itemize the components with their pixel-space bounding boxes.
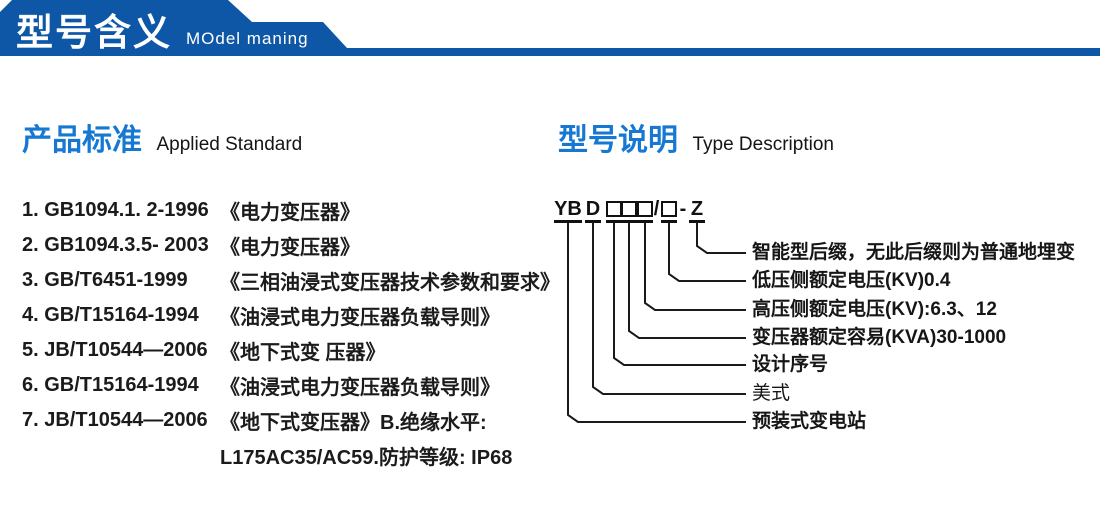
standard-item: 5. JB/T10544—2006 《地下式变 压器》 (22, 333, 552, 368)
leader-lines (567, 222, 746, 423)
standard-title: 《油浸式电力变压器负载导则》 (220, 377, 500, 399)
code-label-smart-suffix: 智能型后缀，无此后缀则为普通地埋变 (752, 242, 1076, 263)
standard-code: 7. JB/T10544—2006 (22, 409, 208, 431)
standard-item: 6. GB/T15164-1994 《油浸式电力变压器负载导则》 (22, 368, 552, 403)
standard-item: 4. GB/T15164-1994 《油浸式电力变压器负载导则》 (22, 298, 552, 333)
model-code-slash: / (653, 198, 660, 220)
model-code-prefix: YB (554, 196, 582, 223)
standard-code: 4. GB/T15164-1994 (22, 304, 199, 326)
model-code-box-2 (621, 196, 637, 223)
placeholder-box-icon (621, 201, 637, 217)
model-code-box-3 (637, 196, 653, 223)
standard-item: 7. JB/T10544—2006 《地下式变压器》B.绝缘水平: (22, 403, 552, 438)
code-label-american-style: 美式 (752, 383, 791, 404)
placeholder-box-icon (661, 201, 677, 217)
standard-title: 《地下式变压器》B.绝缘水平: (220, 412, 487, 434)
standard-title: L175AC35/AC59.防护等级: IP68 (220, 447, 513, 469)
heading-cn: 型号说明 (558, 124, 678, 157)
heading-en: Type Description (692, 134, 834, 155)
banner-shape (0, 0, 1100, 56)
page-title: 型号含义 (16, 12, 172, 53)
standard-title: 《电力变压器》 (220, 202, 360, 224)
model-code-box-4 (661, 196, 677, 223)
standard-code: 6. GB/T15164-1994 (22, 374, 199, 396)
model-code-suffix: Z (689, 196, 705, 223)
standard-title: 《油浸式电力变压器负载导则》 (220, 307, 500, 329)
code-label-lv-voltage: 低压侧额定电压(KV)0.4 (752, 270, 951, 291)
code-label-hv-voltage: 高压侧额定电压(KV):6.3、12 (752, 299, 997, 320)
section-heading-type-description: 型号说明 Type Description (558, 115, 834, 159)
standard-title: 《地下式变 压器》 (220, 342, 386, 364)
model-code-second: D (585, 196, 601, 223)
standard-item: 3. GB/T6451-1999 《三相油浸式变压器技术参数和要求》 (22, 263, 560, 298)
standard-item: 2. GB1094.3.5- 2003 《电力变压器》 (22, 228, 552, 263)
heading-cn: 产品标准 (22, 124, 142, 157)
standard-item: 1. GB1094.1. 2-1996 《电力变压器》 (22, 193, 552, 228)
page-subtitle: MOdel maning (186, 29, 309, 48)
code-label-design-serial: 设计序号 (752, 354, 829, 375)
model-code-dash: - (679, 198, 687, 220)
standard-code: 1. GB1094.1. 2-1996 (22, 199, 209, 221)
standard-code: 2. GB1094.3.5- 2003 (22, 234, 209, 256)
standard-title: 《三相油浸式变压器技术参数和要求》 (220, 272, 560, 294)
standards-list: 1. GB1094.1. 2-1996 《电力变压器》 2. GB1094.3.… (22, 193, 560, 473)
header-banner: 型号含义 MOdel maning (0, 0, 1100, 56)
standard-title: 《电力变压器》 (220, 237, 360, 259)
heading-en: Applied Standard (156, 134, 303, 155)
placeholder-box-icon (637, 201, 653, 217)
code-label-prefab-substation: 预装式变电站 (752, 411, 867, 432)
standard-code: 3. GB/T6451-1999 (22, 269, 188, 291)
standard-code: 5. JB/T10544—2006 (22, 339, 208, 361)
model-code-diagram: YB D / - Z 智能型后缀，无此后缀则为普通地埋变 低压侧额定电压(KV)… (550, 190, 1100, 450)
section-heading-applied-standard: 产品标准 Applied Standard (22, 115, 302, 159)
standard-item-continuation: L175AC35/AC59.防护等级: IP68 (22, 438, 552, 473)
code-label-rated-capacity: 变压器额定容易(KVA)30-1000 (752, 327, 1007, 348)
